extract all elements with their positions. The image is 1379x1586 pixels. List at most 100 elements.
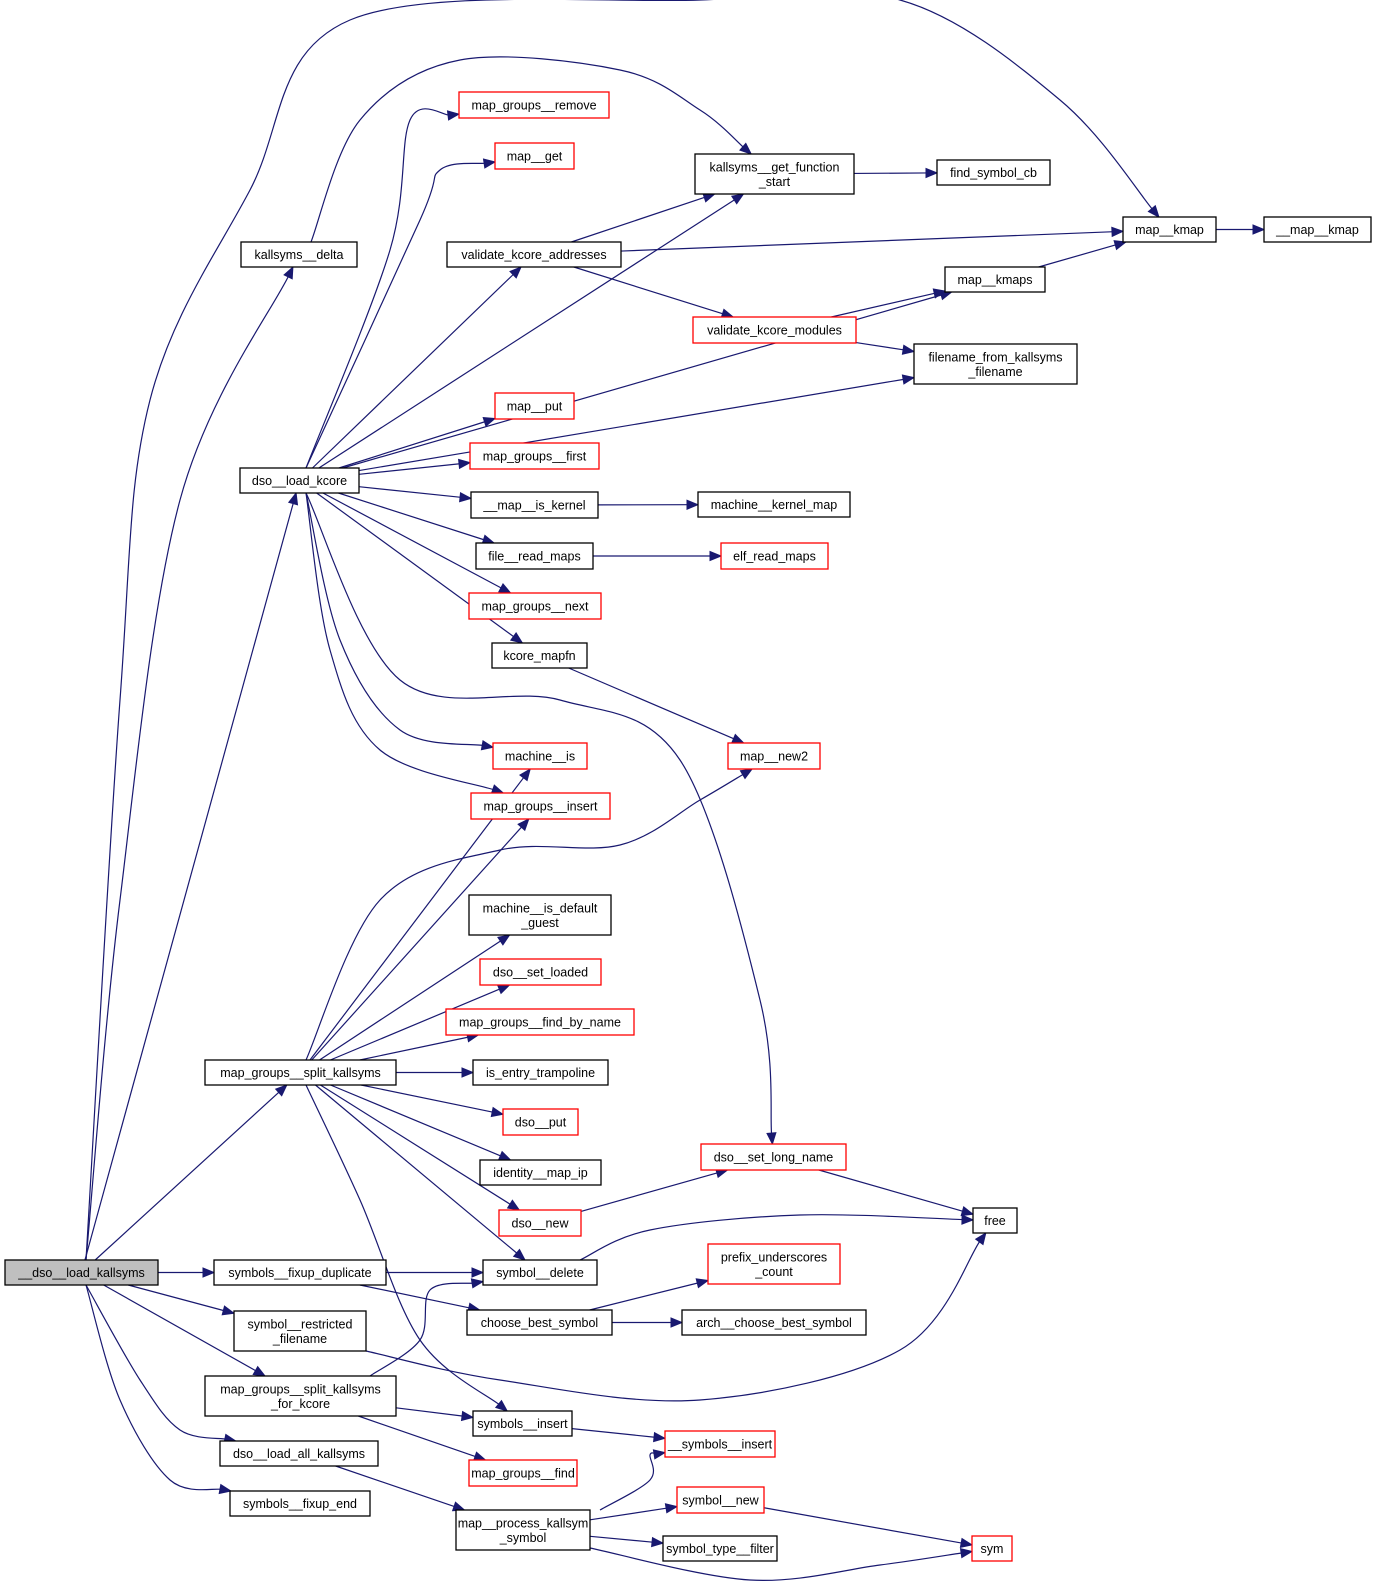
node-identity-map-ip[interactable]: identity__map_ip	[479, 1159, 602, 1186]
node-box[interactable]	[700, 1143, 847, 1171]
node-box[interactable]	[681, 1309, 867, 1336]
node-map-groups-find-by-name[interactable]: map_groups__find_by_name	[445, 1008, 635, 1036]
node-box[interactable]	[662, 1535, 778, 1562]
node-box[interactable]	[466, 1309, 613, 1336]
node-sym[interactable]: sym	[971, 1535, 1013, 1562]
node-map-process-kallsym-symbol[interactable]: map__process_kallsym_symbol	[455, 1509, 591, 1551]
node-map-kmap[interactable]: __map__kmap	[1263, 216, 1372, 243]
node-box[interactable]	[720, 542, 829, 570]
node-map-kmaps[interactable]: map__kmaps	[944, 266, 1046, 293]
node-box[interactable]	[494, 142, 575, 170]
node-machine-is-default-guest[interactable]: machine__is_default_guest	[468, 894, 612, 936]
node-symbol-restricted-filename[interactable]: symbol__restricted_filename	[233, 1310, 367, 1352]
node-map-groups-insert[interactable]: map_groups__insert	[470, 792, 611, 820]
node-kallsyms-delta[interactable]: kallsyms__delta	[240, 241, 358, 268]
node-box[interactable]	[240, 241, 358, 268]
node-box[interactable]	[469, 442, 600, 470]
node-map-groups-next[interactable]: map_groups__next	[468, 592, 602, 620]
node-box[interactable]	[472, 1059, 609, 1086]
node-symbols-fixup-duplicate[interactable]: symbols__fixup_duplicate	[213, 1259, 387, 1286]
node-box[interactable]	[455, 1509, 591, 1551]
node-box[interactable]	[692, 316, 857, 344]
node-validate-kcore-addresses[interactable]: validate_kcore_addresses	[446, 241, 622, 268]
node-box[interactable]	[468, 592, 602, 620]
node-box[interactable]	[470, 491, 599, 519]
node-box[interactable]	[1122, 216, 1217, 243]
node-map-groups-first[interactable]: map_groups__first	[469, 442, 600, 470]
node-map-new2[interactable]: map__new2	[727, 742, 821, 770]
node-box[interactable]	[4, 1259, 159, 1286]
node-box[interactable]	[219, 1440, 379, 1467]
node-symbols-fixup-end[interactable]: symbols__fixup_end	[229, 1490, 371, 1517]
node-dso-put[interactable]: dso__put	[502, 1108, 579, 1136]
node-box[interactable]	[944, 266, 1046, 293]
node-is-entry-trampoline[interactable]: is_entry_trampoline	[472, 1059, 609, 1086]
node-box[interactable]	[492, 742, 588, 770]
node-box[interactable]	[479, 1159, 602, 1186]
node-dso-new[interactable]: dso__new	[498, 1209, 582, 1237]
node-dso-load-all-kallsyms[interactable]: dso__load_all_kallsyms	[219, 1440, 379, 1467]
node-box[interactable]	[446, 241, 622, 268]
node-map-groups-split-kallsyms[interactable]: map_groups__split_kallsyms	[204, 1059, 397, 1086]
node-box[interactable]	[697, 491, 851, 518]
node-arch-choose-best-symbol[interactable]: arch__choose_best_symbol	[681, 1309, 867, 1336]
node-free[interactable]: free	[972, 1207, 1018, 1234]
node-validate-kcore-modules[interactable]: validate_kcore_modules	[692, 316, 857, 344]
node-choose-best-symbol[interactable]: choose_best_symbol	[466, 1309, 613, 1336]
node-dso-set-loaded[interactable]: dso__set_loaded	[479, 958, 602, 986]
node-box[interactable]	[475, 542, 594, 570]
node-box[interactable]	[694, 153, 855, 195]
node-box[interactable]	[470, 792, 611, 820]
node-box[interactable]	[472, 1410, 573, 1437]
node-box[interactable]	[664, 1430, 776, 1458]
node-box[interactable]	[972, 1207, 1018, 1234]
node-box[interactable]	[936, 159, 1051, 186]
node-map-groups-split-kallsyms-for-kcore[interactable]: map_groups__split_kallsyms_for_kcore	[204, 1375, 397, 1417]
node-box[interactable]	[482, 1259, 598, 1286]
node-box[interactable]	[676, 1486, 765, 1514]
node-prefix-underscores-count[interactable]: prefix_underscores_count	[707, 1243, 841, 1285]
node-box[interactable]	[479, 958, 602, 986]
node-box[interactable]	[445, 1008, 635, 1036]
node-box[interactable]	[494, 392, 575, 420]
node-box[interactable]	[727, 742, 821, 770]
node-elf-read-maps[interactable]: elf_read_maps	[720, 542, 829, 570]
node-box[interactable]	[233, 1310, 367, 1352]
node-map-kmap[interactable]: map__kmap	[1122, 216, 1217, 243]
node-box[interactable]	[229, 1490, 371, 1517]
node-box[interactable]	[502, 1108, 579, 1136]
node-dso-set-long-name[interactable]: dso__set_long_name	[700, 1143, 847, 1171]
node-map-get[interactable]: map__get	[494, 142, 575, 170]
node-box[interactable]	[707, 1243, 841, 1285]
node-symbols-insert[interactable]: __symbols__insert	[664, 1430, 776, 1458]
node-box[interactable]	[204, 1375, 397, 1417]
node-box[interactable]	[491, 642, 588, 669]
node-map-groups-find[interactable]: map_groups__find	[468, 1459, 578, 1487]
node-map-put[interactable]: map__put	[494, 392, 575, 420]
node-find-symbol-cb[interactable]: find_symbol_cb	[936, 159, 1051, 186]
node-symbols-insert[interactable]: symbols__insert	[472, 1410, 573, 1437]
node-map-groups-remove[interactable]: map_groups__remove	[458, 91, 610, 119]
node-box[interactable]	[1263, 216, 1372, 243]
node-box[interactable]	[498, 1209, 582, 1237]
node-box[interactable]	[458, 91, 610, 119]
node-box[interactable]	[913, 343, 1078, 385]
node-dso-load-kallsyms[interactable]: __dso__load_kallsyms	[4, 1259, 159, 1286]
node-machine-kernel-map[interactable]: machine__kernel_map	[697, 491, 851, 518]
node-machine-is[interactable]: machine__is	[492, 742, 588, 770]
node-filename-from-kallsyms-filename[interactable]: filename_from_kallsyms_filename	[913, 343, 1078, 385]
node-kcore-mapfn[interactable]: kcore_mapfn	[491, 642, 588, 669]
node-file-read-maps[interactable]: file__read_maps	[475, 542, 594, 570]
node-box[interactable]	[213, 1259, 387, 1286]
node-box[interactable]	[468, 1459, 578, 1487]
node-symbol-type-filter[interactable]: symbol_type__filter	[662, 1535, 778, 1562]
node-box[interactable]	[204, 1059, 397, 1086]
node-dso-load-kcore[interactable]: dso__load_kcore	[239, 467, 360, 494]
node-box[interactable]	[971, 1535, 1013, 1562]
node-kallsyms-get-function-start[interactable]: kallsyms__get_function_start	[694, 153, 855, 195]
node-symbol-new[interactable]: symbol__new	[676, 1486, 765, 1514]
node-map-is-kernel[interactable]: __map__is_kernel	[470, 491, 599, 519]
node-box[interactable]	[468, 894, 612, 936]
node-symbol-delete[interactable]: symbol__delete	[482, 1259, 598, 1286]
node-box[interactable]	[239, 467, 360, 494]
